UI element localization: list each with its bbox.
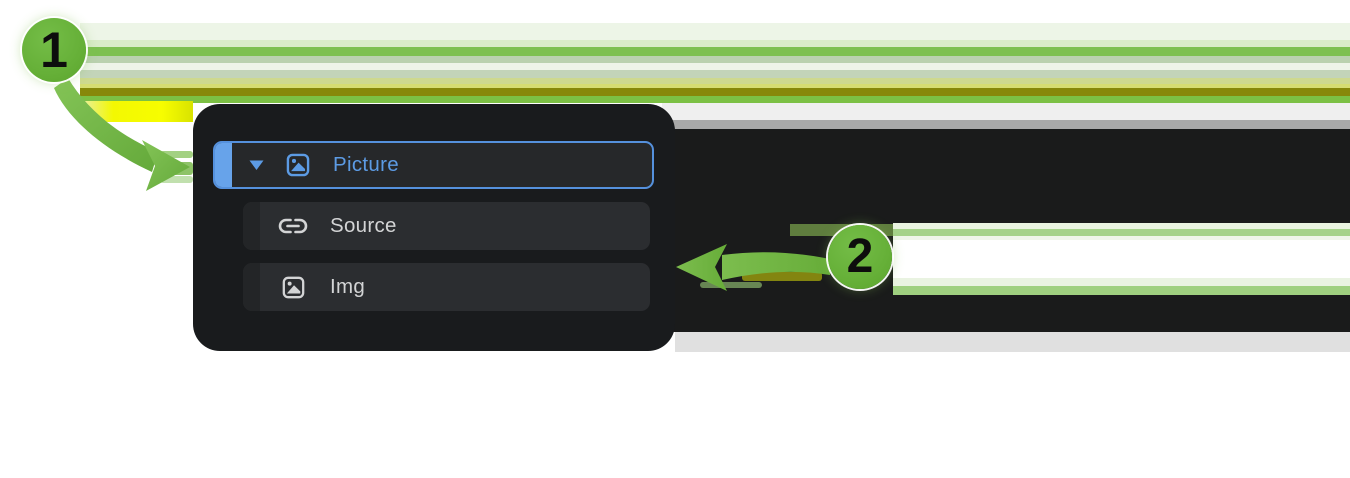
chevron-down-icon[interactable] bbox=[248, 159, 265, 171]
green-smear-streak bbox=[700, 282, 762, 288]
smear-gap-band bbox=[893, 240, 1350, 278]
green-smear-streak bbox=[160, 176, 193, 183]
smear-band bbox=[80, 47, 1350, 56]
smear-band bbox=[80, 23, 1350, 40]
smear-gap-band bbox=[893, 278, 1350, 286]
tree-item-picture[interactable]: Picture bbox=[213, 141, 654, 189]
smear-band bbox=[662, 120, 1350, 129]
tree-item-source[interactable]: Source bbox=[243, 202, 650, 250]
indent-guide bbox=[243, 263, 260, 311]
tree-item-img[interactable]: Img bbox=[243, 263, 650, 311]
smear-band bbox=[80, 96, 1350, 103]
smear-band bbox=[80, 56, 1350, 63]
tree-item-label: Picture bbox=[333, 153, 399, 176]
link-icon bbox=[278, 218, 308, 234]
badge-number: 1 bbox=[40, 22, 68, 78]
smear-band bbox=[80, 40, 1350, 47]
smear-gap-band bbox=[893, 236, 1350, 240]
yellow-smear-streak bbox=[82, 101, 193, 122]
annotation-badge-2: 2 bbox=[828, 225, 892, 289]
smear-band bbox=[80, 84, 1350, 88]
smear-band bbox=[80, 70, 1350, 78]
smear-band bbox=[80, 88, 1350, 96]
olive-smear-streak bbox=[742, 272, 822, 281]
annotation-badge-1: 1 bbox=[22, 18, 86, 82]
picture-icon bbox=[286, 153, 310, 177]
annotation-arrow-1 bbox=[54, 78, 190, 191]
smear-gap-band bbox=[893, 229, 1350, 236]
smear-gap-band bbox=[893, 223, 1350, 229]
element-tree-panel: Picture Source Img bbox=[193, 104, 675, 351]
badge-number: 2 bbox=[846, 230, 874, 283]
green-smear-streak bbox=[160, 151, 193, 158]
indent-guide bbox=[243, 202, 260, 250]
image-icon bbox=[282, 276, 305, 298]
smear-band bbox=[675, 332, 1350, 352]
smear-band bbox=[80, 78, 1350, 84]
tree-item-label: Source bbox=[330, 214, 397, 237]
tree-item-label: Img bbox=[330, 275, 366, 298]
annotation-arrow-2 bbox=[676, 244, 830, 291]
smear-band bbox=[80, 63, 1350, 70]
smear-band bbox=[662, 103, 1350, 120]
smear-gap-band bbox=[893, 286, 1350, 295]
selection-bar bbox=[215, 143, 232, 187]
